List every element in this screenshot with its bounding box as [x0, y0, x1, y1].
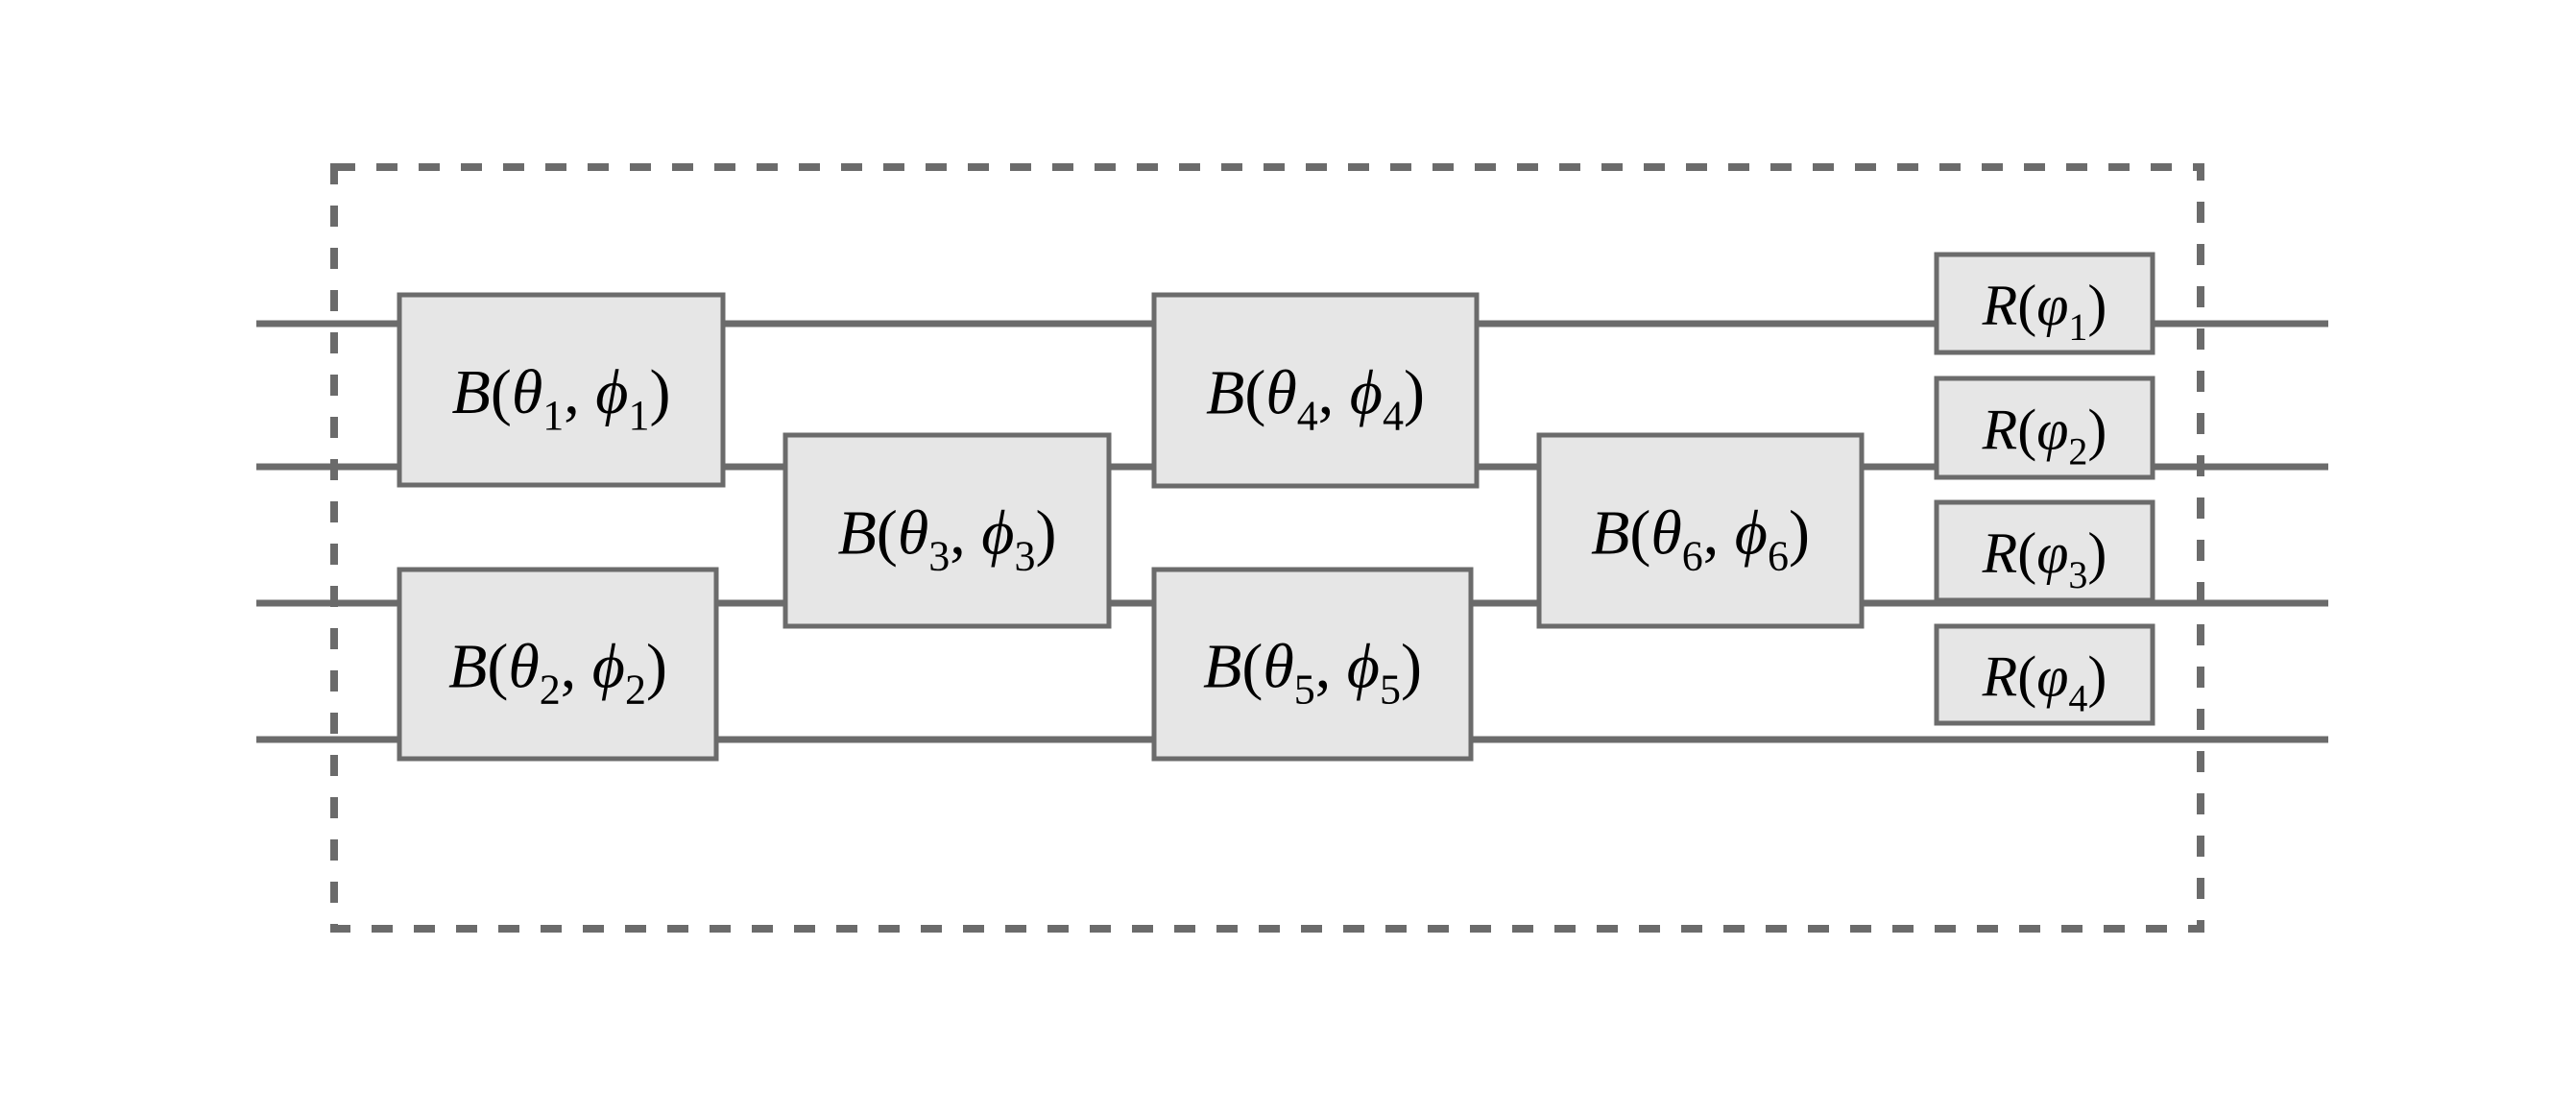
- gate-phase-shifter-1[interactable]: R(φ1): [1934, 252, 2155, 355]
- gate-label-beamsplitter-6: B(θ6, ϕ6): [1591, 497, 1810, 580]
- gate-label-beamsplitter-1: B(θ1, ϕ1): [452, 357, 671, 440]
- gates-layer: B(θ1, ϕ1) B(θ2, ϕ2) B(θ3, ϕ3) B(θ4, ϕ4) B(θ5…: [397, 252, 2155, 762]
- gate-label-beamsplitter-2: B(θ2, ϕ2): [448, 631, 667, 714]
- gate-beamsplitter-1[interactable]: B(θ1, ϕ1): [397, 292, 726, 488]
- gate-label-phase-shifter-2: R(φ2): [1982, 399, 2107, 473]
- gate-label-beamsplitter-5: B(θ5, ϕ5): [1203, 631, 1422, 714]
- gate-label-phase-shifter-4: R(φ4): [1982, 645, 2107, 720]
- gate-phase-shifter-2[interactable]: R(φ2): [1934, 376, 2155, 480]
- gate-beamsplitter-4[interactable]: B(θ4, ϕ4): [1151, 292, 1480, 489]
- gate-beamsplitter-6[interactable]: B(θ6, ϕ6): [1536, 432, 1865, 629]
- gate-label-phase-shifter-3: R(φ3): [1982, 522, 2107, 596]
- gate-phase-shifter-3[interactable]: R(φ3): [1934, 499, 2155, 603]
- gate-box-phase-shifter-4[interactable]: [1934, 623, 2155, 726]
- gate-box-beamsplitter-4[interactable]: [1151, 292, 1480, 489]
- gate-box-beamsplitter-2[interactable]: [397, 567, 719, 762]
- dashed-circuit-block-outline: [330, 163, 2204, 933]
- gate-box-beamsplitter-6[interactable]: [1536, 432, 1865, 629]
- gate-beamsplitter-5[interactable]: B(θ5, ϕ5): [1151, 567, 1474, 762]
- gate-box-phase-shifter-2[interactable]: [1934, 376, 2155, 480]
- gate-label-beamsplitter-4: B(θ4, ϕ4): [1206, 357, 1425, 440]
- gate-label-phase-shifter-1: R(φ1): [1982, 274, 2107, 349]
- gate-box-phase-shifter-3[interactable]: [1934, 499, 2155, 603]
- dashed-region-layer: [330, 163, 2204, 933]
- gate-box-phase-shifter-1[interactable]: [1934, 252, 2155, 355]
- gate-beamsplitter-2[interactable]: B(θ2, ϕ2): [397, 567, 719, 762]
- gate-box-beamsplitter-3[interactable]: [782, 432, 1112, 629]
- gate-phase-shifter-4[interactable]: R(φ4): [1934, 623, 2155, 726]
- gate-beamsplitter-3[interactable]: B(θ3, ϕ3): [782, 432, 1112, 629]
- gate-box-beamsplitter-5[interactable]: [1151, 567, 1474, 762]
- gate-box-beamsplitter-1[interactable]: [397, 292, 726, 488]
- gate-label-beamsplitter-3: B(θ3, ϕ3): [838, 497, 1057, 580]
